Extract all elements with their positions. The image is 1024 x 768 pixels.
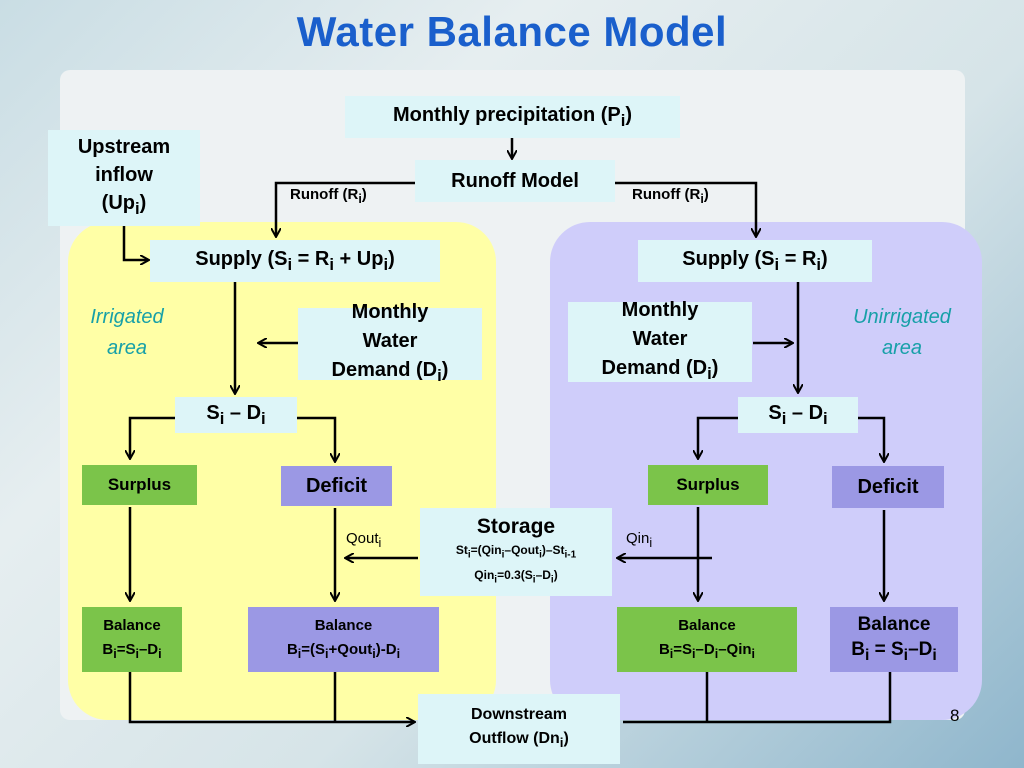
arrow-sd-deficit-unirr	[858, 416, 884, 461]
line-balances-downstream-right	[623, 672, 892, 724]
deficit-unirrigated-box: Deficit	[832, 466, 944, 508]
balance-surplus-irrigated: Balance Bi=Si–Di	[82, 607, 182, 672]
arrow-upstream-supply	[122, 224, 148, 260]
page-number: 8	[950, 706, 960, 725]
arrow-sd-surplus-irr	[130, 416, 175, 458]
demand-unirrigated-box: Monthly Water Demand (Di)	[568, 299, 752, 383]
supply-irrigated-box: Supply (Si = Ri + Upi)	[150, 240, 440, 282]
supply-unirrigated-box: Supply (Si = Ri)	[638, 240, 872, 282]
surplus-unirrigated-box: Surplus	[648, 465, 768, 505]
arrow-sd-surplus-unirr	[698, 416, 738, 458]
downstream-outflow-box: Downstream Outflow (Dni)	[418, 694, 620, 764]
runoff-label-left: Runoff (Ri)	[290, 186, 367, 206]
runoff-model-box: Runoff Model	[415, 160, 615, 202]
balance-deficit-unirrigated: Balance Bi = Si–Di	[830, 607, 958, 672]
arrow-runoff-left	[276, 181, 433, 236]
monthly-precipitation-box: Monthly precipitation (Pi)	[345, 96, 680, 138]
qin-label: Qini	[626, 530, 653, 550]
runoff-label-right: Runoff (Ri)	[632, 186, 709, 206]
balance-deficit-irrigated: Balance Bi=(Si+Qouti)-Di	[248, 607, 439, 672]
upstream-inflow-box: Upstream inflow (Upi)	[48, 130, 200, 226]
slide-title: Water Balance Model	[296, 8, 728, 55]
qout-label: Qouti	[346, 530, 382, 550]
balance-surplus-unirrigated: Balance Bi=Si–Di–Qini	[617, 607, 797, 672]
storage-box: Storage Sti=(Qini–Qouti)–Sti-1 Qini=0.3(…	[420, 508, 612, 596]
arrow-runoff-right	[598, 181, 756, 236]
surplus-irrigated-box: Surplus	[82, 465, 197, 505]
supply-minus-demand-irrigated: Si – Di	[175, 397, 297, 433]
demand-irrigated-box: Monthly Water Demand (Di)	[298, 301, 482, 385]
deficit-irrigated-box: Deficit	[281, 466, 392, 506]
supply-minus-demand-unirrigated: Si – Di	[738, 397, 858, 433]
arrow-sd-deficit-irr	[296, 416, 335, 461]
arrow-balances-downstream-left	[128, 672, 414, 722]
